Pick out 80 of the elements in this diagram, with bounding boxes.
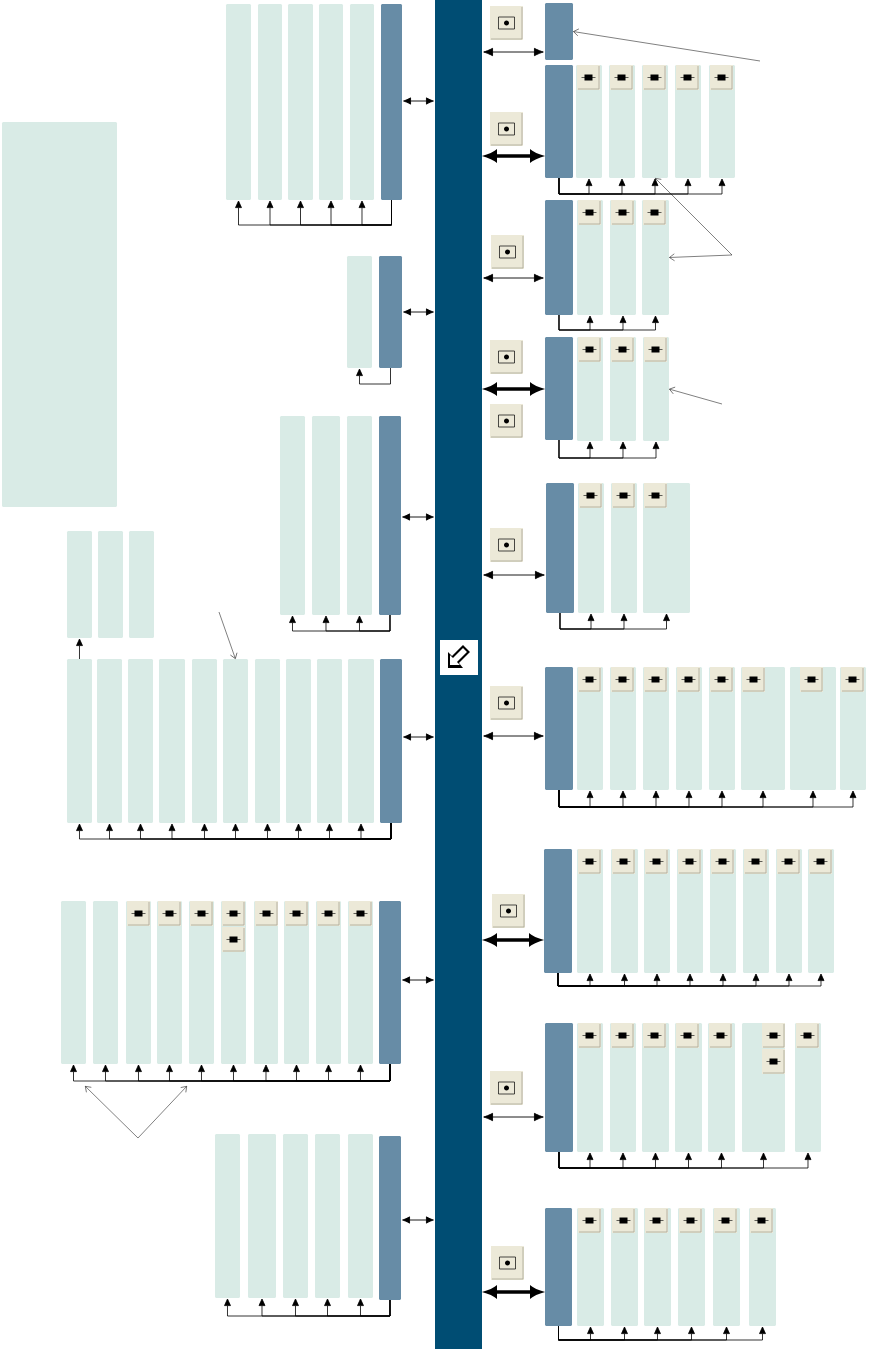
double-arrow — [402, 513, 434, 521]
double-arrow — [402, 976, 434, 984]
double-arrow — [403, 97, 434, 105]
connector-arrow — [358, 199, 392, 226]
column-bar — [315, 1134, 340, 1298]
column-bar — [643, 483, 690, 613]
header-bar — [381, 4, 402, 200]
column-bar — [348, 1134, 373, 1298]
central-bar — [435, 0, 482, 1349]
arrow — [76, 638, 83, 660]
header-bar — [545, 1023, 573, 1152]
double-arrow — [483, 731, 544, 741]
column-bar — [67, 659, 92, 823]
connector-arrow — [356, 614, 391, 632]
column-bar — [223, 659, 248, 823]
column-bar — [192, 659, 217, 823]
column-bar — [348, 659, 374, 823]
double-arrow — [483, 47, 544, 57]
column-bar — [215, 1134, 240, 1298]
connector-arrow — [356, 367, 391, 385]
header-bar — [544, 849, 572, 973]
header-bar — [545, 667, 573, 790]
header-bar — [545, 65, 573, 178]
header-bar — [546, 483, 574, 613]
header-bar — [379, 901, 401, 1064]
column-bar — [347, 416, 372, 615]
header-bar — [545, 337, 573, 440]
column-bar — [61, 901, 86, 1064]
leader-line — [669, 386, 723, 405]
header-bar — [380, 659, 402, 823]
column-bar — [93, 901, 118, 1064]
connector-arrow — [558, 177, 726, 195]
header-bar — [379, 256, 402, 368]
column-bar — [226, 4, 251, 200]
column-bar — [129, 531, 154, 638]
column-bar — [347, 256, 372, 368]
column-bar — [258, 4, 282, 200]
double-arrow — [485, 934, 541, 946]
column-bar — [286, 659, 311, 823]
column-bar — [312, 416, 340, 615]
connector-arrow — [357, 1298, 391, 1317]
double-arrow — [402, 1216, 434, 1224]
column-bar — [67, 531, 92, 638]
double-arrow — [483, 1112, 544, 1122]
panel-box — [2, 122, 117, 507]
column-bar — [288, 4, 313, 200]
column-bar — [350, 4, 374, 200]
double-arrow — [483, 273, 544, 283]
column-bar — [283, 1134, 308, 1298]
connector-arrow — [357, 1063, 391, 1082]
header-bar — [545, 200, 573, 315]
column-bar — [317, 659, 342, 823]
column-bar — [255, 659, 280, 823]
double-arrow — [483, 570, 545, 580]
header-bar — [545, 1208, 572, 1326]
column-bar — [280, 416, 305, 615]
column-bar — [319, 4, 343, 200]
connector-arrow — [558, 439, 660, 459]
connector-arrow — [559, 612, 670, 630]
column-bar — [248, 1134, 276, 1298]
connector-arrow — [558, 1151, 812, 1169]
double-arrow — [485, 1286, 542, 1298]
column-bar — [98, 531, 123, 638]
column-bar — [97, 659, 122, 823]
connector-arrow — [357, 822, 392, 840]
connector-arrow — [558, 314, 659, 331]
double-arrow — [403, 308, 434, 316]
leader-line — [669, 253, 733, 262]
column-bar — [128, 659, 153, 823]
column-bar — [159, 659, 185, 823]
double-arrow — [485, 150, 542, 162]
leader-line — [218, 611, 238, 659]
leader-line — [655, 178, 733, 256]
double-arrow — [485, 383, 542, 395]
header-bar — [379, 1136, 401, 1300]
leader-line — [573, 28, 761, 62]
header-bar — [545, 3, 573, 60]
double-arrow — [403, 733, 434, 741]
header-bar — [379, 416, 401, 615]
connector-arrow — [558, 1325, 766, 1341]
